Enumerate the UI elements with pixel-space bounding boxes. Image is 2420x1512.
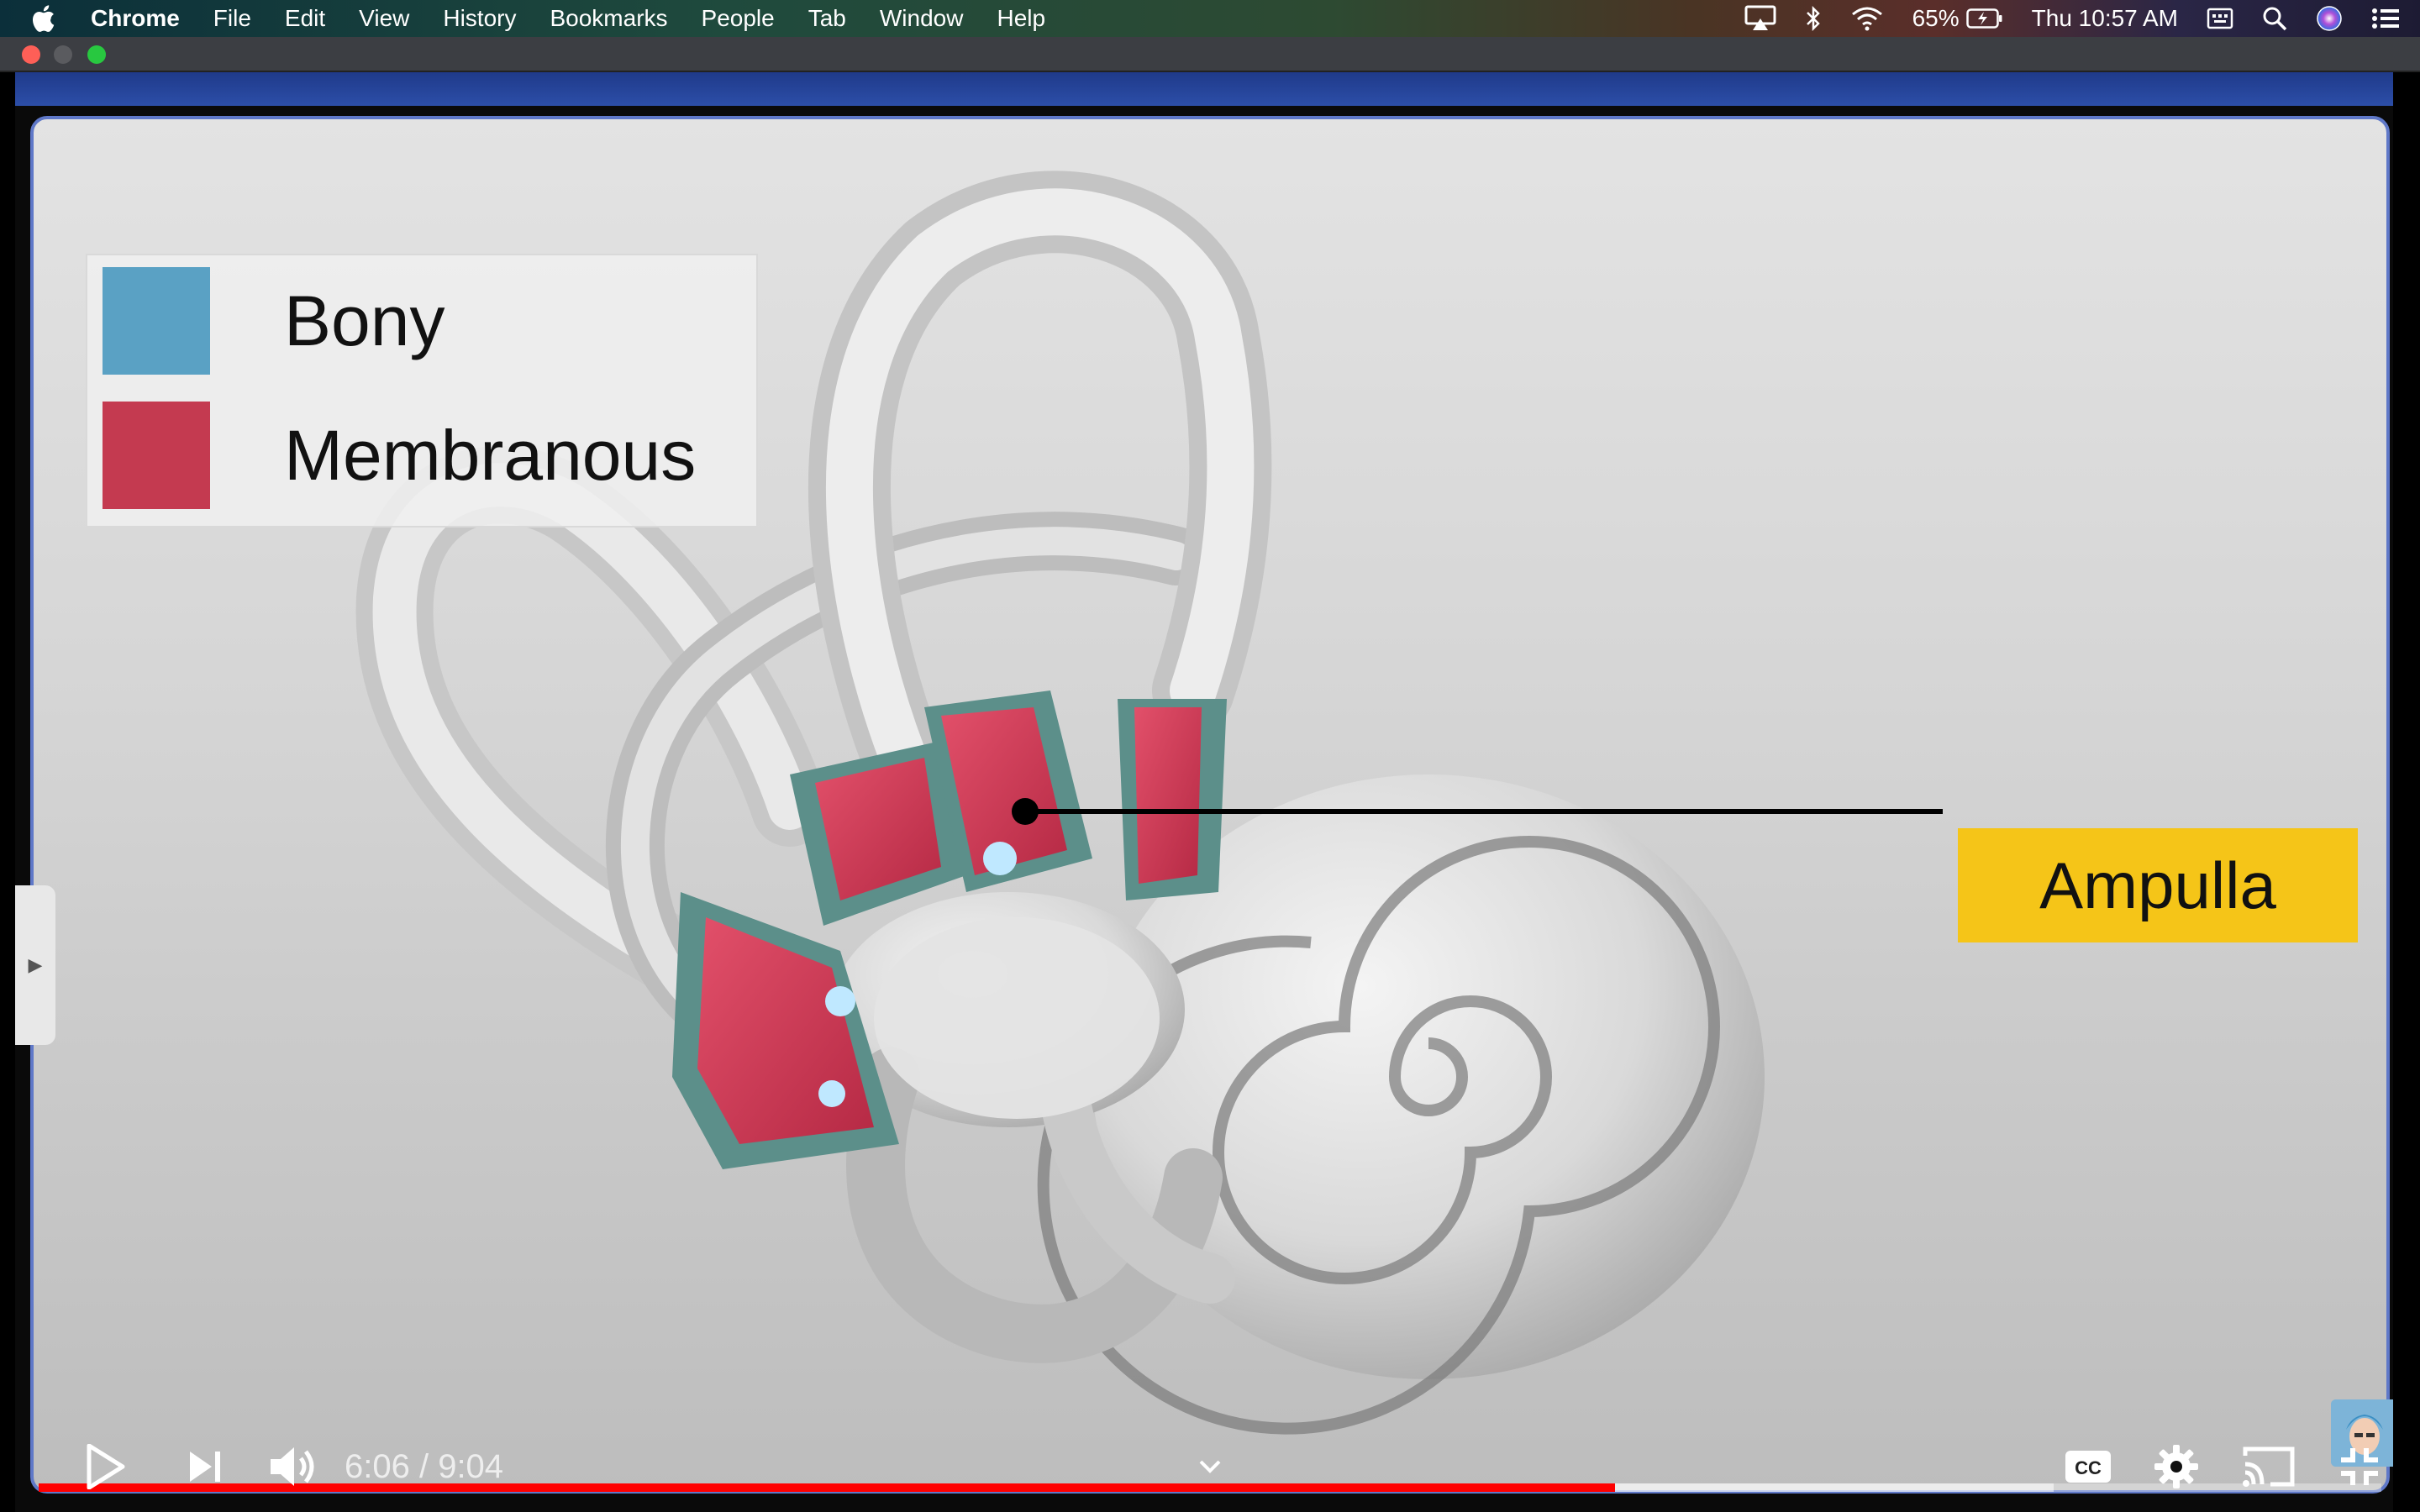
svg-text:CC: CC <box>2075 1457 2102 1478</box>
skip-next-icon <box>190 1452 220 1482</box>
play-icon <box>87 1444 125 1489</box>
volume-button[interactable] <box>266 1433 324 1500</box>
cast-icon <box>2243 1446 2295 1487</box>
spotlight-search-icon[interactable] <box>2262 6 2287 31</box>
cast-button[interactable] <box>2240 1433 2297 1500</box>
time-display: 6:06 / 9:04 <box>345 1447 504 1485</box>
legend-label-bony: Bony <box>284 281 445 360</box>
legend-swatch-membranous <box>103 402 210 509</box>
menu-edit[interactable]: Edit <box>284 5 326 31</box>
input-source-icon[interactable] <box>2207 7 2233 30</box>
menu-people[interactable]: People <box>701 5 775 31</box>
channel-watermark-avatar[interactable] <box>2331 1399 2393 1467</box>
player-controls-right: CC <box>2064 1433 2381 1500</box>
exit-fullscreen-icon <box>2341 1448 2378 1485</box>
wifi-icon[interactable] <box>1850 6 1884 31</box>
close-window-button[interactable] <box>22 45 40 64</box>
legend: Bony Membranous <box>86 254 758 528</box>
battery-charging-icon[interactable] <box>1965 8 2003 29</box>
settings-button[interactable] <box>2153 1433 2200 1500</box>
closed-captions-icon: CC <box>2065 1451 2111 1483</box>
video-slide: Bony Membranous Ampulla <box>30 116 2390 1494</box>
browser-title-bar <box>0 37 2420 72</box>
ampulla-callout-label: Ampulla <box>1958 828 2358 942</box>
menu-clock[interactable]: Thu 10:57 AM <box>2031 5 2178 31</box>
menu-history[interactable]: History <box>443 5 517 31</box>
captions-button[interactable]: CC <box>2064 1433 2112 1500</box>
ampullae-membranous <box>672 690 1227 1169</box>
legend-row-membranous: Membranous <box>103 402 696 509</box>
play-button[interactable] <box>79 1433 133 1500</box>
exit-fullscreen-button[interactable] <box>2338 1433 2381 1500</box>
volume-icon <box>271 1447 314 1486</box>
video-frame[interactable]: Bony Membranous Ampulla <box>15 72 2393 1512</box>
bluetooth-icon[interactable] <box>1805 5 1822 32</box>
menu-app-chrome[interactable]: Chrome <box>91 5 180 31</box>
cochlea <box>1092 774 1765 1379</box>
macos-menu-bar: Chrome File Edit View History Bookmarks … <box>0 0 2420 37</box>
side-panel-toggle[interactable]: ▶ <box>15 885 55 1045</box>
battery-percentage: 65% <box>1912 5 1960 31</box>
callout-pointer-dot <box>1012 798 1039 825</box>
more-videos-button[interactable] <box>1198 1433 1222 1500</box>
notification-center-icon[interactable] <box>2371 7 2400 30</box>
player-controls: 6:06 / 9:04 CC <box>39 1433 2381 1500</box>
inner-ear-illustration <box>355 171 1943 1435</box>
menu-bookmarks[interactable]: Bookmarks <box>550 5 668 31</box>
chevron-down-icon <box>1199 1460 1221 1473</box>
chevron-right-icon: ▶ <box>28 954 43 975</box>
fullscreen-window-button[interactable] <box>87 45 106 64</box>
menu-bar-status-area: 65% Thu 10:57 AM <box>1744 0 2400 37</box>
menu-window[interactable]: Window <box>879 5 964 31</box>
menu-help[interactable]: Help <box>997 5 1046 31</box>
siri-icon[interactable] <box>2316 5 2343 32</box>
legend-label-membranous: Membranous <box>284 415 697 495</box>
gear-icon <box>2154 1445 2198 1488</box>
video-player[interactable]: Bony Membranous Ampulla ▶ <box>0 72 2420 1512</box>
progress-bar[interactable] <box>39 1483 2381 1492</box>
next-button[interactable] <box>178 1433 232 1500</box>
minimize-window-button[interactable] <box>54 45 72 64</box>
menu-file[interactable]: File <box>213 5 251 31</box>
menu-view[interactable]: View <box>359 5 410 31</box>
legend-row-bony: Bony <box>103 267 445 375</box>
legend-swatch-bony <box>103 267 210 375</box>
video-title-strip <box>15 72 2393 106</box>
airplay-icon[interactable] <box>1744 5 1776 32</box>
menu-tab[interactable]: Tab <box>808 5 846 31</box>
apple-menu-icon[interactable] <box>30 4 67 33</box>
progress-played <box>39 1483 1616 1492</box>
